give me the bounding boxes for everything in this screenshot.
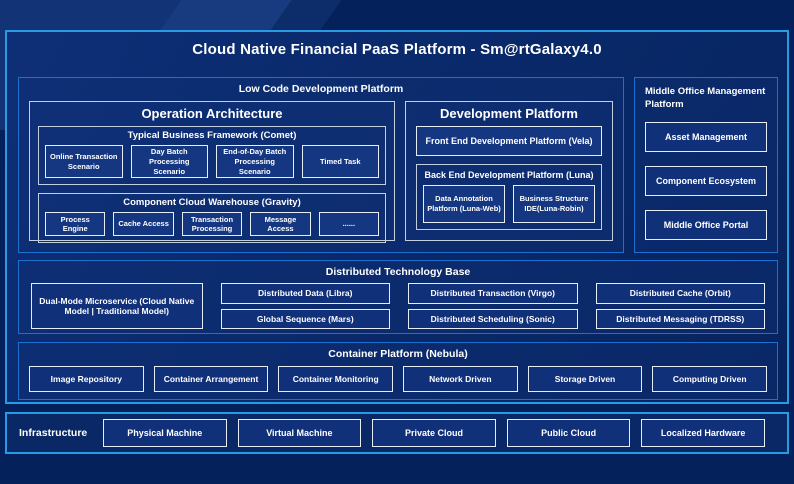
middle-office-label: Middle Office Management Platform <box>645 86 766 110</box>
middle-office-item-component-ecosystem: Component Ecosystem <box>645 165 767 196</box>
container-item-container-arrangement: Container Arrangement <box>153 366 269 392</box>
middle-office-section: Middle Office Management Platform Asset … <box>634 77 778 253</box>
container-item-network-driven: Network Driven <box>403 366 518 392</box>
distributed-item-global-sequence-mars: Global Sequence (Mars) <box>220 308 390 329</box>
component-cloud-warehouse-label: Component Cloud Warehouse (Gravity) <box>123 197 301 209</box>
infrastructure-item-localized-hardware: Localized Hardware <box>641 419 765 447</box>
distributed-technology-label: Distributed Technology Base <box>325 266 471 278</box>
middle-office-item-asset-management: Asset Management <box>645 121 767 152</box>
gravity-item-transaction-processing: Transaction Processing <box>181 212 243 237</box>
gravity-item-cache-access: Cache Access <box>113 212 174 237</box>
middle-office-items: Asset Management Component Ecosystem Mid… <box>645 121 767 240</box>
container-platform-label: Container Platform (Nebula) <box>328 348 468 360</box>
infrastructure-label: Infrastructure <box>19 427 88 439</box>
distributed-item-transaction-virgo: Distributed Transaction (Virgo) <box>408 283 578 304</box>
operation-architecture-title: Operation Architecture <box>141 106 283 121</box>
distributed-column-1: Distributed Data (Libra) Global Sequence… <box>220 283 390 329</box>
container-item-computing-driven: Computing Driven <box>652 366 768 392</box>
infrastructure-item-public-cloud: Public Cloud <box>506 419 631 447</box>
gravity-item-ellipsis: ...... <box>318 212 380 237</box>
back-end-items-row: Data Annotation Platform (Luna-Web) Busi… <box>423 185 595 223</box>
middle-office-item-middle-office-portal: Middle Office Portal <box>645 209 767 240</box>
low-code-platform-section: Low Code Development Platform Operation … <box>18 77 624 253</box>
back-end-item-data-annotation: Data Annotation Platform (Luna-Web) <box>423 185 505 223</box>
comet-items-row: Online Transaction Scenario Day Batch Pr… <box>45 145 379 179</box>
typical-business-framework-label: Typical Business Framework (Comet) <box>127 130 297 141</box>
distributed-column-3: Distributed Cache (Orbit) Distributed Me… <box>595 283 765 329</box>
distributed-content: Dual-Mode Microservice (Cloud Native Mod… <box>19 278 777 329</box>
comet-item-online-transaction: Online Transaction Scenario <box>45 145 123 179</box>
infrastructure-item-physical-machine: Physical Machine <box>103 419 227 447</box>
typical-business-framework-group: Typical Business Framework (Comet) Onlin… <box>38 126 386 186</box>
container-item-image-repository: Image Repository <box>29 366 144 392</box>
gravity-items-row: Process Engine Cache Access Transaction … <box>45 212 380 237</box>
component-cloud-warehouse-group: Component Cloud Warehouse (Gravity) Proc… <box>38 193 386 244</box>
distributed-item-messaging-tdrss: Distributed Messaging (TDRSS) <box>595 308 765 329</box>
operation-architecture-panel: Operation Architecture Typical Business … <box>29 101 395 244</box>
distributed-technology-section: Distributed Technology Base Dual-Mode Mi… <box>18 260 778 334</box>
dual-mode-microservice-box: Dual-Mode Microservice (Cloud Native Mod… <box>31 283 203 329</box>
infrastructure-item-private-cloud: Private Cloud <box>372 419 496 447</box>
container-platform-items: Image Repository Container Arrangement C… <box>19 360 777 392</box>
comet-item-timed-task: Timed Task <box>301 145 379 179</box>
comet-item-end-of-day-batch: End-of-Day Batch Processing Scenario <box>216 145 294 179</box>
container-item-container-monitoring: Container Monitoring <box>278 366 394 392</box>
distributed-item-cache-orbit: Distributed Cache (Orbit) <box>595 283 765 304</box>
gravity-item-message-access: Message Access <box>250 212 311 237</box>
development-platform-panel: Development Platform Front End Developme… <box>405 101 613 241</box>
infrastructure-items: Physical Machine Virtual Machine Private… <box>103 419 765 447</box>
low-code-platform-label: Low Code Development Platform <box>238 83 404 95</box>
back-end-development-platform-label: Back End Development Platform (Luna) <box>424 170 594 180</box>
container-item-storage-driven: Storage Driven <box>527 366 643 392</box>
top-row: Low Code Development Platform Operation … <box>18 77 778 253</box>
distributed-column-2: Distributed Transaction (Virgo) Distribu… <box>408 283 578 329</box>
distributed-item-data-libra: Distributed Data (Libra) <box>220 283 390 304</box>
infrastructure-item-virtual-machine: Virtual Machine <box>237 419 362 447</box>
comet-item-day-batch: Day Batch Processing Scenario <box>130 145 208 179</box>
gravity-item-process-engine: Process Engine <box>45 212 106 237</box>
page-title: Cloud Native Financial PaaS Platform - S… <box>192 41 602 58</box>
infrastructure-section: Infrastructure Physical Machine Virtual … <box>5 412 789 454</box>
low-code-content: Operation Architecture Typical Business … <box>19 95 623 244</box>
back-end-item-business-structure: Business Structure IDE(Luna-Robin) <box>513 185 595 223</box>
distributed-item-scheduling-sonic: Distributed Scheduling (Sonic) <box>408 308 578 329</box>
back-end-development-platform-group: Back End Development Platform (Luna) Dat… <box>416 164 602 230</box>
development-platform-title: Development Platform <box>440 106 578 121</box>
platform-panel: Cloud Native Financial PaaS Platform - S… <box>5 30 789 404</box>
front-end-development-platform-box: Front End Development Platform (Vela) <box>416 126 602 156</box>
container-platform-section: Container Platform (Nebula) Image Reposi… <box>18 342 778 400</box>
